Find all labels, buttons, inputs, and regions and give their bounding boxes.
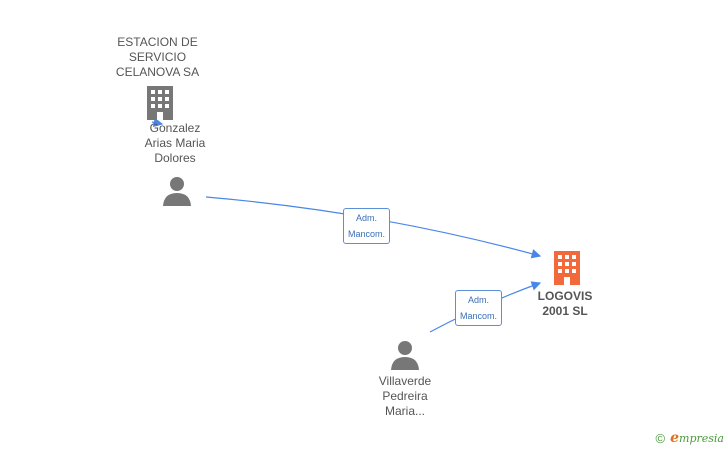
brand-rest: mpresia — [679, 432, 724, 445]
edge-label-villaverde-logovis[interactable]: Adm. Mancom. — [455, 290, 503, 326]
label-line: ESTACION DE — [117, 35, 198, 49]
label-line: Dolores — [154, 151, 196, 165]
node-label-gonzalez: Gonzalez Arias Maria Dolores — [125, 121, 225, 166]
label-line: CELANOVA SA — [115, 65, 200, 79]
building-icon[interactable] — [551, 249, 583, 285]
brand-logo[interactable]: empresia — [670, 430, 724, 446]
label-line: Arias Maria — [144, 136, 206, 150]
edge-label-line: Mancom. — [348, 229, 386, 239]
person-icon[interactable] — [390, 340, 420, 370]
brand-initial: e — [670, 430, 680, 446]
node-label-villaverde: Villaverde Pedreira Maria... — [355, 374, 455, 419]
person-icon[interactable] — [162, 176, 192, 206]
node-label-estacion: ESTACION DE SERVICIO CELANOVA SA — [100, 35, 215, 80]
edge-label-line: Adm. — [468, 295, 490, 305]
label-line: Gonzalez — [149, 121, 201, 135]
building-icon[interactable] — [144, 84, 176, 120]
edge-gonzalez-estacion — [151, 117, 164, 128]
label-line: LOGOVIS — [537, 289, 593, 303]
copyright-icon: © — [655, 430, 666, 446]
label-line: Pedreira — [382, 389, 428, 403]
brand-footer: © empresia — [656, 430, 724, 446]
label-line: Villaverde — [378, 374, 432, 388]
label-line: 2001 SL — [542, 304, 588, 318]
edge-label-line: Mancom. — [460, 311, 498, 321]
edge-label-gonzalez-logovis[interactable]: Adm. Mancom. — [343, 208, 391, 244]
label-line: Maria... — [384, 404, 425, 418]
label-line: SERVICIO — [128, 50, 187, 64]
edge-label-line: Adm. — [356, 213, 378, 223]
node-label-logovis: LOGOVIS 2001 SL — [520, 289, 610, 319]
